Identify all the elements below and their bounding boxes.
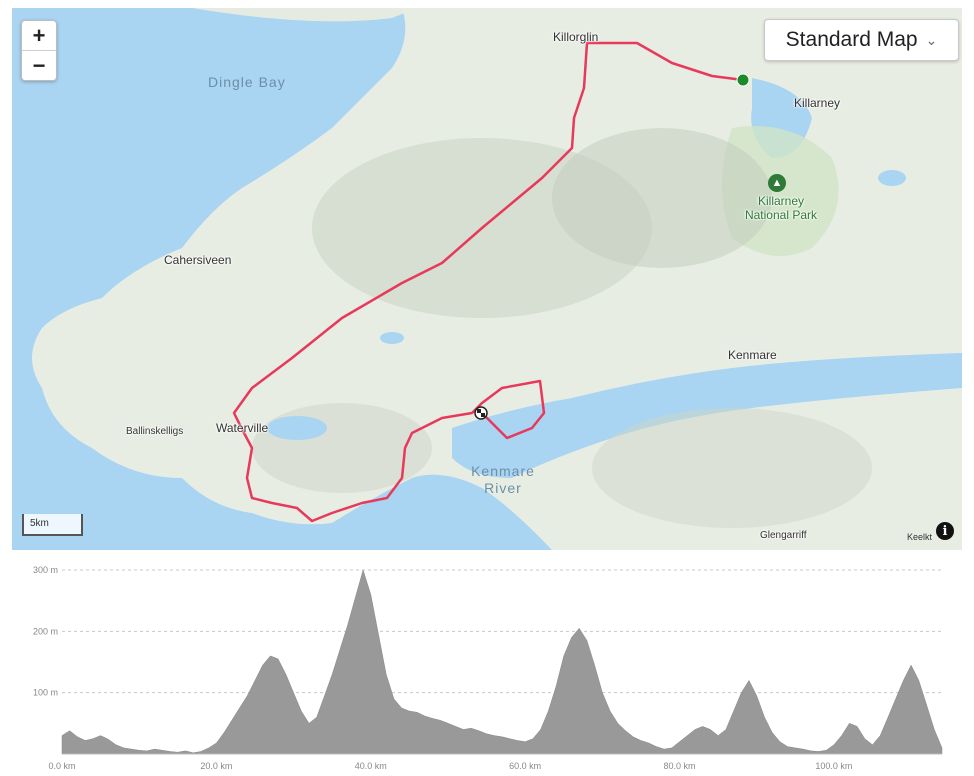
info-icon[interactable]: i [936,522,954,540]
place-ballinskelligs: Ballinskelligs [126,426,184,437]
place-killorglin: Killorglin [553,30,599,44]
zoom-out-button[interactable]: − [22,50,56,80]
elevation-profile[interactable]: 100 m 200 m 300 m 0.0 km 20.0 km 40.0 km 60.0 … [0,550,974,776]
route-map[interactable]: + − Standard Map ⌄ Killorglin Killarney … [12,8,962,550]
tree-icon: ▲ [768,174,786,192]
y-tick-label: 100 m [33,688,58,698]
place-killarney: Killarney [794,96,841,110]
kenmare-river-water [452,353,962,478]
x-tick-label: 80.0 km [664,761,696,771]
map-type-label: Standard Map [785,28,918,51]
map-type-select[interactable]: Standard Map ⌄ [764,19,959,61]
x-tick-label: 40.0 km [355,761,387,771]
place-killarney-np: Killarney National Park [744,194,818,222]
place-waterville: Waterville [216,421,269,435]
lake [878,170,906,186]
finish-flag-icon[interactable] [474,406,488,420]
lake [380,332,404,344]
x-tick-label: 0.0 km [48,761,75,771]
place-glengarriff: Glengarriff [760,530,807,541]
zoom-in-button[interactable]: + [32,22,46,48]
place-cahersiveen: Cahersiveen [164,253,232,267]
y-tick-label: 300 m [33,565,58,575]
route-line [232,41,744,523]
chevron-down-icon: ⌄ [925,31,938,48]
x-tick-label: 60.0 km [509,761,541,771]
place-kenmare-river: Kenmare River [471,463,535,496]
map-attribution: Keelkt [907,532,933,542]
mountains-east [552,128,772,268]
start-marker-icon[interactable] [736,73,750,87]
place-dingle-bay: Dingle Bay [208,74,286,90]
map-base [12,8,962,550]
scale-bar: 5km [22,514,83,536]
x-tick-label: 20.0 km [200,761,232,771]
y-tick-label: 200 m [33,626,58,636]
lough-currane [267,416,327,440]
zoom-control: + − [21,20,57,81]
elevation-area [61,569,943,755]
place-kenmare: Kenmare [728,348,777,362]
mountains-beara [592,408,872,528]
dingle-peninsula [12,8,417,22]
x-tick-label: 100.0 km [815,761,852,771]
